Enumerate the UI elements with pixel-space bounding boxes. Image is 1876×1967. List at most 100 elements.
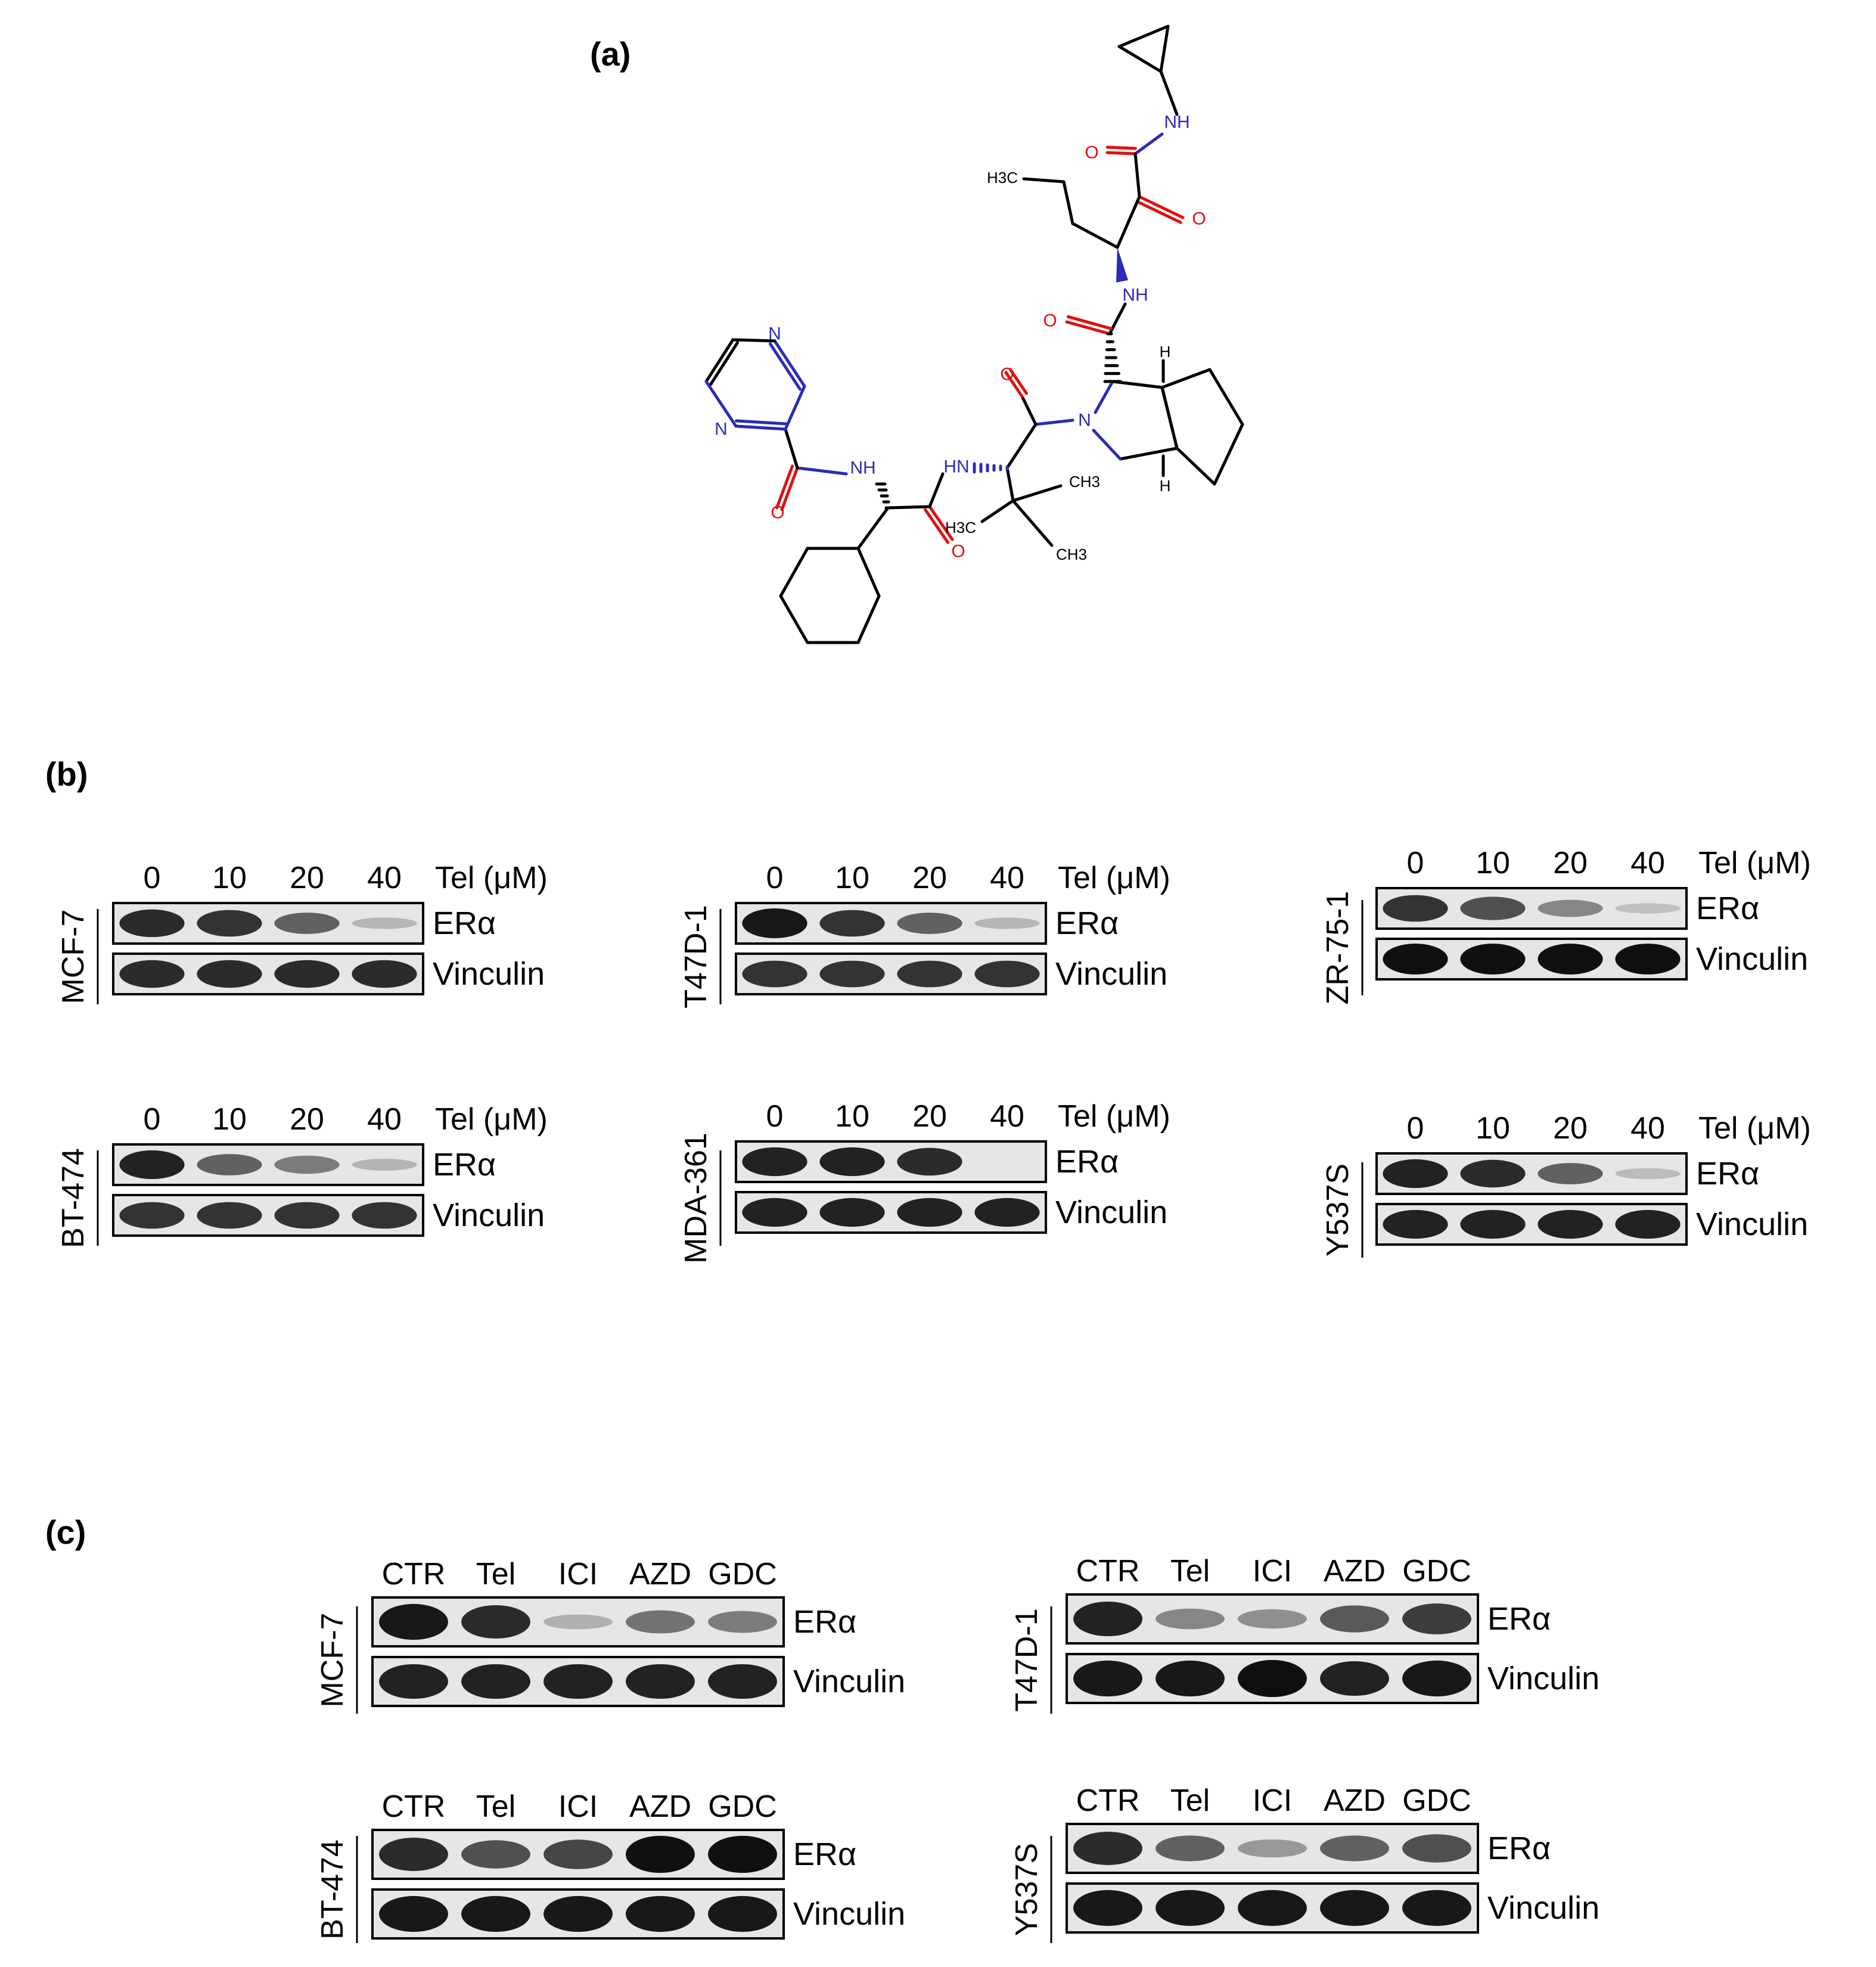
protein-band bbox=[1156, 1890, 1225, 1926]
protein-label: ERα bbox=[1055, 905, 1119, 941]
protein-band bbox=[379, 1603, 448, 1640]
protein-band bbox=[1383, 895, 1448, 922]
bond bbox=[1175, 446, 1216, 486]
bond bbox=[1208, 368, 1244, 426]
lane-label: 40 bbox=[990, 861, 1024, 895]
bond bbox=[924, 508, 950, 544]
cell-line-label: ZR-75-1 bbox=[1321, 891, 1355, 1005]
lane-label: ICI bbox=[1253, 1783, 1292, 1818]
protein-band bbox=[274, 960, 340, 988]
protein-band bbox=[819, 1197, 885, 1227]
panel-b-label: (b) bbox=[45, 755, 88, 793]
protein-band bbox=[379, 1895, 448, 1932]
bond bbox=[1022, 177, 1066, 184]
protein-band bbox=[119, 960, 185, 988]
lane-label: 0 bbox=[144, 861, 161, 895]
protein-band bbox=[897, 1197, 962, 1227]
treatment-label: Tel (μM) bbox=[1698, 1111, 1811, 1146]
ch3-label: CH3 bbox=[1056, 545, 1087, 563]
protein-label: ERα bbox=[793, 1604, 856, 1640]
ch3-label: CH3 bbox=[1069, 473, 1100, 491]
cell-line-label: Y537S bbox=[1321, 1164, 1355, 1256]
bond bbox=[1105, 151, 1137, 156]
nitrogen-label: N bbox=[1078, 411, 1091, 430]
panel-a-label: (a) bbox=[590, 35, 630, 73]
protein-band bbox=[1156, 1835, 1225, 1861]
h-label: H bbox=[1160, 477, 1171, 495]
oxygen-label: O bbox=[771, 503, 784, 523]
treatment-label: Tel (μM) bbox=[435, 861, 548, 895]
bond bbox=[734, 424, 787, 431]
bond bbox=[1094, 380, 1114, 414]
bond bbox=[928, 472, 945, 508]
bond bbox=[1159, 70, 1179, 116]
protein-band bbox=[1383, 1209, 1448, 1239]
lane-label: 20 bbox=[290, 861, 324, 895]
protein-band bbox=[197, 1202, 262, 1229]
bond bbox=[1135, 200, 1182, 224]
bond bbox=[709, 341, 740, 386]
protein-band bbox=[274, 913, 340, 934]
protein-band bbox=[379, 1664, 448, 1699]
protein-band bbox=[1238, 1659, 1307, 1698]
lane-label: ICI bbox=[558, 1789, 598, 1824]
protein-band bbox=[1320, 1890, 1389, 1926]
lane-label: AZD bbox=[1324, 1783, 1386, 1818]
protein-band bbox=[197, 960, 262, 988]
bond bbox=[1159, 24, 1170, 73]
lane-label: 40 bbox=[367, 1102, 402, 1137]
protein-band bbox=[742, 1197, 807, 1227]
bond bbox=[1117, 45, 1163, 73]
lane-label: 20 bbox=[290, 1102, 324, 1137]
protein-band bbox=[461, 1664, 530, 1699]
bond bbox=[1011, 484, 1063, 502]
bond bbox=[1160, 386, 1179, 450]
protein-band bbox=[461, 1605, 530, 1639]
protein-band bbox=[897, 1147, 962, 1176]
bond bbox=[856, 594, 881, 644]
protein-band bbox=[197, 1154, 262, 1175]
bond bbox=[1133, 152, 1141, 198]
bond bbox=[980, 499, 1015, 523]
protein-band bbox=[461, 1895, 530, 1932]
bond bbox=[735, 419, 788, 426]
lane-label: 10 bbox=[212, 861, 247, 895]
lane-label: CTR bbox=[1076, 1783, 1140, 1818]
lane-label: CTR bbox=[382, 1789, 446, 1824]
protein-band bbox=[352, 1159, 417, 1171]
nitrogen-label: N bbox=[768, 324, 781, 344]
protein-band bbox=[543, 1664, 613, 1699]
oxygen-label: O bbox=[951, 542, 965, 561]
protein-band bbox=[543, 1895, 613, 1932]
protein-label: Vinculin bbox=[1696, 1206, 1808, 1242]
oxygen-label: O bbox=[1192, 209, 1206, 229]
cell-line-label: MCF-7 bbox=[56, 910, 91, 1004]
lane-label: CTR bbox=[1076, 1554, 1140, 1589]
protein-band bbox=[1460, 1209, 1526, 1239]
bond bbox=[1004, 371, 1024, 398]
cell-line-label: T47D-1 bbox=[679, 905, 713, 1008]
bond bbox=[1011, 499, 1054, 547]
protein-band bbox=[974, 960, 1040, 988]
protein-band bbox=[1460, 1159, 1526, 1188]
lane-label: Tel bbox=[1170, 1554, 1210, 1589]
protein-band bbox=[1156, 1660, 1225, 1697]
lane-label: 0 bbox=[766, 1099, 784, 1134]
protein-band bbox=[1460, 896, 1526, 920]
protein-band bbox=[974, 1197, 1040, 1227]
protein-band bbox=[352, 917, 417, 929]
bond bbox=[784, 384, 806, 431]
bond bbox=[1138, 195, 1185, 219]
protein-band bbox=[626, 1895, 695, 1932]
protein-band bbox=[1320, 1605, 1389, 1633]
protein-band bbox=[819, 910, 885, 937]
bond bbox=[1111, 380, 1164, 389]
protein-band bbox=[819, 960, 885, 988]
protein-label: ERα bbox=[1487, 1601, 1551, 1637]
bond bbox=[1092, 429, 1122, 461]
